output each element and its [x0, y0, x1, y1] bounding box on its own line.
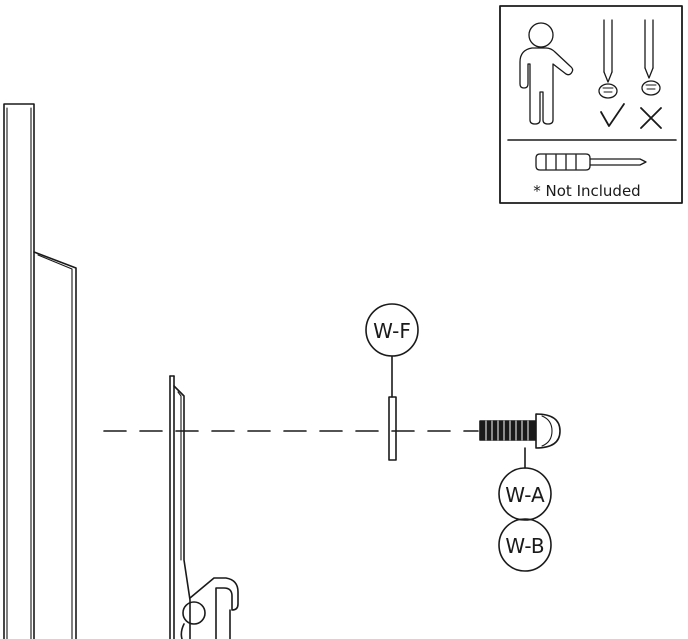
wall-bracket [169, 375, 239, 639]
screwdriver-cross-icon [640, 19, 662, 129]
screw-part[interactable] [479, 413, 561, 469]
tv-panel [3, 103, 77, 639]
screw-label-a[interactable]: W-A [498, 467, 552, 521]
tool-info-box: * Not Included [499, 5, 683, 204]
person-icon [519, 22, 574, 125]
label-w-b: W-B [505, 534, 544, 558]
spacer-part[interactable]: W-F [365, 303, 419, 461]
screwdriver-check-icon [598, 19, 625, 127]
not-included-note: * Not Included [533, 182, 640, 200]
label-w-a: W-A [505, 483, 545, 507]
screwdriver-icon [535, 153, 647, 171]
screw-label-b[interactable]: W-B [498, 518, 552, 572]
label-w-f: W-F [373, 319, 411, 343]
